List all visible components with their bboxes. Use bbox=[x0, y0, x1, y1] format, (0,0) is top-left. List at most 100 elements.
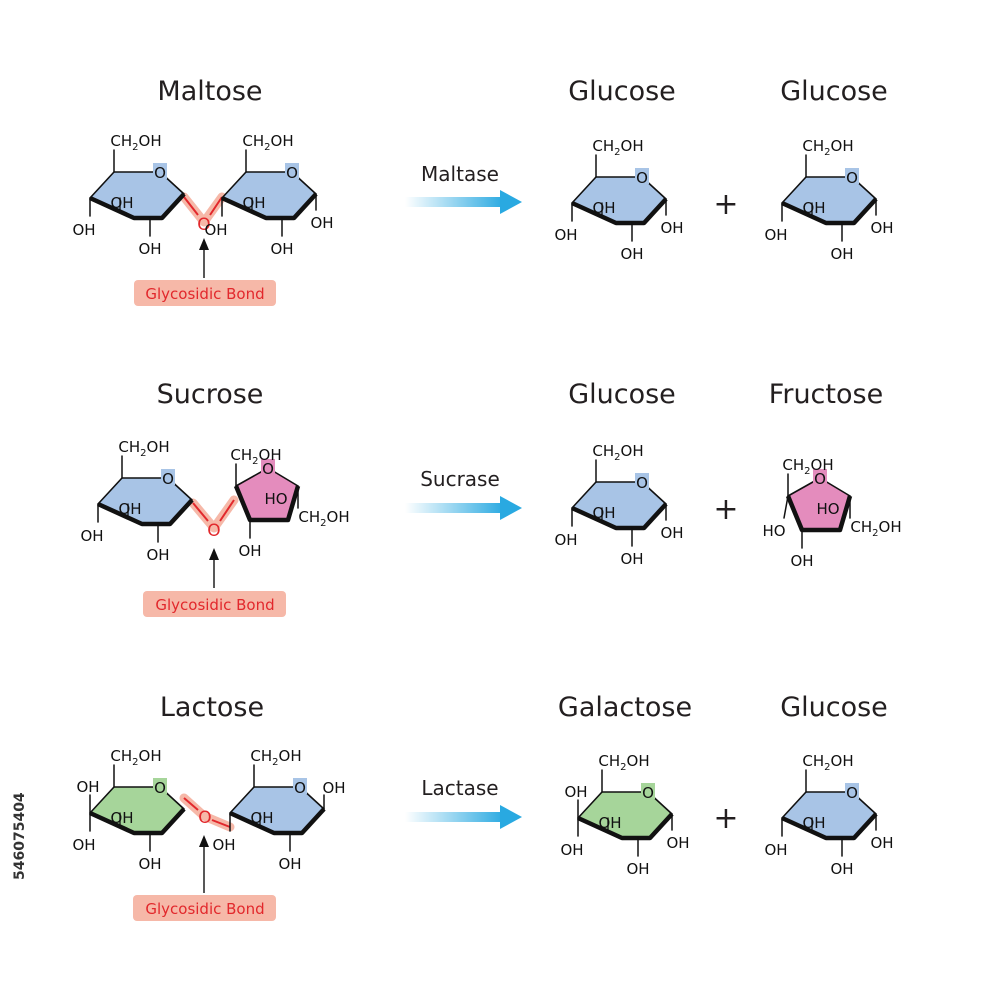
ring-oxygen-atom: O bbox=[636, 169, 648, 187]
ring-oxygen-atom: O bbox=[262, 460, 274, 478]
hydroxyl-label: OH bbox=[666, 834, 689, 852]
hydroxyl-label: OH bbox=[554, 226, 577, 244]
hydroxyl-label: OH bbox=[76, 778, 99, 796]
hydroxyl-label: OH bbox=[554, 531, 577, 549]
title-lactose: Lactose bbox=[160, 692, 264, 723]
hydroxyl-label: OH bbox=[592, 504, 615, 522]
bridge-oxygen-atom: O bbox=[198, 808, 211, 828]
ring-oxygen-atom: O bbox=[846, 169, 858, 187]
bridge-oxygen-atom: O bbox=[197, 215, 210, 235]
glycosidic-bridge-lactose: O bbox=[179, 793, 235, 832]
plus-sign-lactose: + bbox=[713, 801, 738, 836]
ch2oh-label: CH2OH bbox=[592, 137, 643, 158]
reaction-arrow-lactase bbox=[405, 805, 522, 829]
hydroxyl-label: OH bbox=[72, 836, 95, 854]
ch2oh-label: CH2OH bbox=[110, 132, 161, 153]
hydroxyl-label: OH bbox=[620, 245, 643, 263]
enzyme-label-sucrase: Sucrase bbox=[420, 467, 500, 491]
product-glucose-ring: O CH2OH OH OH OH OH bbox=[764, 137, 893, 263]
hydroxyl-label: OH bbox=[212, 836, 235, 854]
hydroxyl-label: OH bbox=[146, 546, 169, 564]
glycosidic-bond-callout-sucrose: Glycosidic Bond bbox=[143, 548, 286, 617]
hydroxyl-label: OH bbox=[830, 860, 853, 878]
hydroxyl-label: OH bbox=[72, 221, 95, 239]
ring-oxygen-atom: O bbox=[814, 470, 826, 488]
hydroxyl-label: OH bbox=[830, 245, 853, 263]
ch2oh-label: CH2OH bbox=[110, 747, 161, 768]
hydroxyl-label: OH bbox=[764, 226, 787, 244]
ch2oh-label: CH2OH bbox=[230, 446, 281, 467]
hydroxyl-label: OH bbox=[870, 834, 893, 852]
title-sucrose: Sucrose bbox=[157, 379, 264, 410]
stock-id-text: 546075404 bbox=[12, 792, 28, 880]
hydroxyl-label: OH bbox=[118, 500, 141, 518]
ring-oxygen-atom: O bbox=[286, 164, 298, 182]
ring-oxygen-atom: O bbox=[636, 474, 648, 492]
hydroxyl-label: OH bbox=[564, 783, 587, 801]
ring-oxygen-atom: O bbox=[846, 784, 858, 802]
glycosidic-bridge-sucrose: O bbox=[188, 495, 239, 541]
hydroxyl-label: OH bbox=[322, 779, 345, 797]
hydroxyl-label: HO bbox=[264, 490, 287, 508]
ch2oh-label: CH2OH bbox=[592, 442, 643, 463]
hydroxyl-label: OH bbox=[250, 809, 273, 827]
plus-sign-sucrose: + bbox=[713, 492, 738, 527]
hydroxyl-label: OH bbox=[802, 814, 825, 832]
ch2oh-label: CH2OH bbox=[850, 518, 901, 539]
glycosidic-bridge-maltose: O bbox=[179, 192, 227, 235]
ring-oxygen-atom: O bbox=[162, 470, 174, 488]
ch2oh-label: CH2OH bbox=[242, 132, 293, 153]
reaction-arrow-sucrase bbox=[405, 496, 522, 520]
hydroxyl-label: HO bbox=[816, 500, 839, 518]
ch2oh-label: CH2OH bbox=[802, 137, 853, 158]
hydroxyl-label: OH bbox=[870, 219, 893, 237]
enzyme-label-lactase: Lactase bbox=[421, 776, 498, 800]
hydroxyl-label: OH bbox=[660, 524, 683, 542]
title-lactose-product-2: Glucose bbox=[780, 692, 888, 723]
hydroxyl-label: OH bbox=[626, 860, 649, 878]
hydroxyl-label: OH bbox=[802, 199, 825, 217]
title-maltose-product-1: Glucose bbox=[568, 76, 676, 107]
hydroxyl-label: OH bbox=[560, 841, 583, 859]
product-glucose-ring: O CH2OH OH OH OH OH bbox=[764, 752, 893, 878]
hydroxyl-label: OH bbox=[138, 240, 161, 258]
ch2oh-label: CH2OH bbox=[782, 456, 833, 477]
ch2oh-label: CH2OH bbox=[250, 747, 301, 768]
title-sucrose-product-1: Glucose bbox=[568, 379, 676, 410]
title-maltose-product-2: Glucose bbox=[780, 76, 888, 107]
hydroxyl-label: OH bbox=[764, 841, 787, 859]
lactose-ring-glucose: O CH2OH OH OH OH OH bbox=[212, 747, 345, 873]
glycosidic-bond-label: Glycosidic Bond bbox=[155, 596, 274, 614]
title-maltose: Maltose bbox=[157, 76, 262, 107]
ch2oh-label: CH2OH bbox=[802, 752, 853, 773]
glycosidic-bond-callout-maltose: Glycosidic Bond bbox=[134, 238, 276, 306]
reaction-arrow-maltase bbox=[405, 190, 522, 214]
bridge-oxygen-atom: O bbox=[207, 521, 220, 541]
hydroxyl-label: OH bbox=[270, 240, 293, 258]
glycosidic-bond-label: Glycosidic Bond bbox=[145, 900, 264, 918]
enzyme-label-maltase: Maltase bbox=[421, 162, 499, 186]
hydroxyl-label: OH bbox=[278, 855, 301, 873]
stock-id: 546075404 bbox=[6, 760, 34, 880]
ch2oh-label: CH2OH bbox=[298, 508, 349, 529]
hydroxyl-label: OH bbox=[110, 809, 133, 827]
ring-oxygen-atom: O bbox=[154, 164, 166, 182]
hydroxyl-label: HO bbox=[762, 522, 785, 540]
ring-oxygen-atom: O bbox=[642, 784, 654, 802]
molecule-layer: OCH2OHOHOHOHOCH2OHOHOHOHOHOCH2OHOHOHOHOH… bbox=[72, 132, 901, 878]
hydroxyl-label: OH bbox=[204, 221, 227, 239]
plus-sign-maltose: + bbox=[713, 187, 738, 222]
ch2oh-label: CH2OH bbox=[118, 438, 169, 459]
title-lactose-product-1: Galactose bbox=[558, 692, 692, 723]
ring-oxygen-atom: O bbox=[294, 779, 306, 797]
hydroxyl-label: OH bbox=[238, 542, 261, 560]
glycosidic-bond-label: Glycosidic Bond bbox=[145, 285, 264, 303]
